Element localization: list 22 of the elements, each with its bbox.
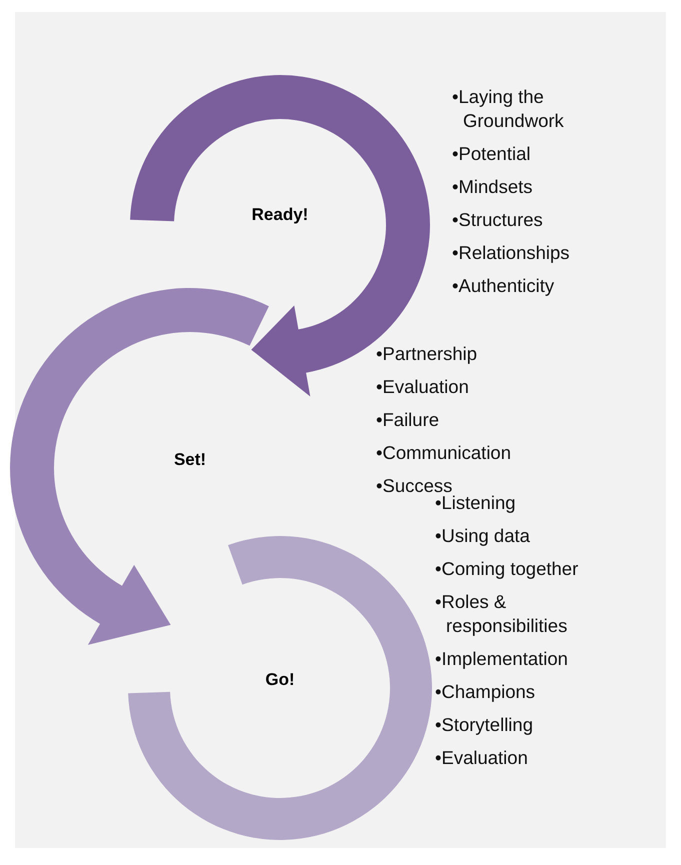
bullet-item: •Evaluation [376, 375, 470, 399]
bullet-item: •Evaluation [435, 746, 529, 770]
stage-label: Set! [174, 450, 206, 470]
bullet-item: •Storytelling [435, 713, 534, 737]
bullet-item: •Communication [376, 441, 512, 465]
bullet-item: •Implementation [435, 647, 569, 671]
stage-label: Ready! [252, 205, 308, 225]
bullet-item: •Using data [435, 524, 531, 548]
circular-arrow [130, 75, 430, 397]
bullet-item: •Roles & responsibilities [435, 590, 568, 638]
bullet-item: •Laying the Groundwork [452, 85, 565, 133]
bullet-item: •Authenticity [452, 274, 556, 298]
bullet-item: •Coming together [435, 557, 580, 581]
stage-label: Go! [265, 670, 295, 690]
bullet-item: •Champions [435, 680, 536, 704]
bullet-item: •Mindsets [452, 175, 534, 199]
bullet-item: •Failure [376, 408, 440, 432]
bullet-item: •Structures [452, 208, 544, 232]
bullet-item: •Potential [452, 142, 532, 166]
bullet-item: •Partnership [376, 342, 478, 366]
circular-arrow [10, 288, 269, 645]
bullet-item: •Relationships [452, 241, 571, 265]
